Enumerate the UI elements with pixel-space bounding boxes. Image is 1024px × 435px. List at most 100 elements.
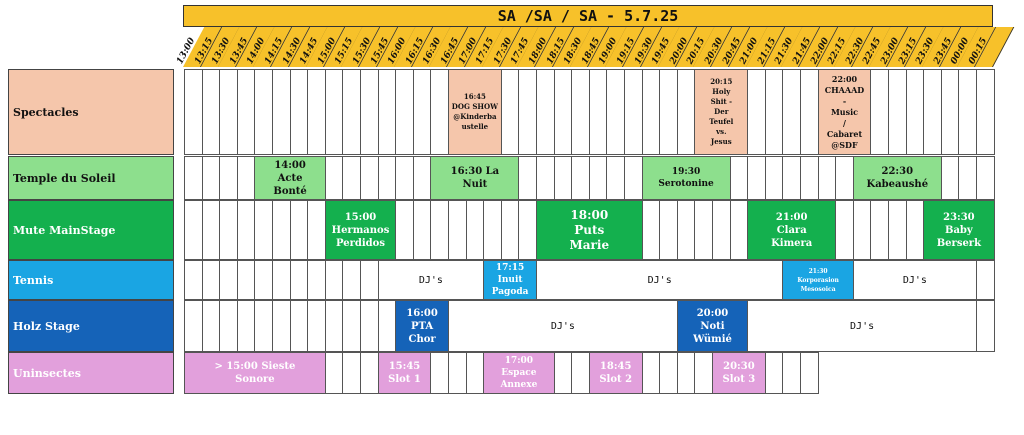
empty-slot — [764, 156, 784, 200]
schedule-title: SA /SA / SA - 5.7.25 — [183, 5, 993, 27]
empty-slot — [782, 352, 801, 394]
empty-slot — [448, 352, 467, 394]
empty-slot — [641, 352, 661, 394]
empty-slot — [201, 260, 221, 300]
empty-slot — [729, 156, 749, 200]
empty-slot — [465, 352, 485, 394]
empty-slot — [659, 200, 678, 260]
event-text: 18:45 Slot 2 — [599, 361, 633, 385]
empty-slot — [360, 260, 379, 300]
empty-slot — [219, 260, 238, 300]
empty-slot — [184, 69, 203, 155]
empty-slot — [782, 69, 801, 155]
event-text: 16:00 PTA Chor — [406, 307, 438, 345]
empty-slot — [905, 200, 925, 260]
empty-slot — [307, 200, 326, 260]
event-text: 23:30 Baby Berserk — [936, 211, 982, 249]
empty-slot — [342, 260, 361, 300]
event-text: 21:00 Clara Kimera — [771, 211, 813, 249]
empty-slot — [201, 300, 221, 352]
event-block: 17:15 Inuit Pagoda — [483, 260, 537, 300]
empty-slot — [676, 69, 696, 155]
empty-slot — [395, 200, 414, 260]
empty-slot — [800, 156, 819, 200]
empty-slot — [571, 352, 590, 394]
empty-slot — [184, 260, 203, 300]
event-block: 17:00 Espace Annexe — [483, 352, 555, 394]
empty-slot — [184, 300, 203, 352]
empty-slot — [764, 69, 784, 155]
empty-slot — [888, 200, 907, 260]
empty-slot — [976, 260, 995, 300]
dj-block: DJ's — [852, 260, 977, 300]
row-label-mute: Mute MainStage — [8, 200, 174, 260]
row-label-holz: Holz Stage — [8, 300, 174, 352]
event-block: 15:45 Slot 1 — [377, 352, 432, 394]
empty-slot — [500, 200, 520, 260]
empty-slot — [360, 300, 379, 352]
empty-slot — [835, 200, 854, 260]
empty-slot — [958, 69, 977, 155]
empty-slot — [219, 156, 238, 200]
empty-slot — [430, 69, 449, 155]
empty-slot — [219, 300, 238, 352]
event-block: 16:30 La Nuit — [430, 156, 520, 200]
empty-slot — [536, 69, 555, 155]
empty-slot — [553, 352, 573, 394]
empty-slot — [729, 200, 749, 260]
empty-slot — [553, 156, 573, 200]
empty-slot — [360, 156, 379, 200]
empty-slot — [976, 300, 995, 352]
empty-slot — [571, 156, 590, 200]
empty-slot — [852, 200, 872, 260]
empty-slot — [412, 156, 432, 200]
event-text: 20:00 Noti Wümié — [693, 307, 732, 345]
empty-slot — [254, 69, 273, 155]
empty-slot — [940, 69, 960, 155]
empty-slot — [870, 200, 889, 260]
empty-slot — [184, 200, 203, 260]
empty-slot — [448, 200, 467, 260]
event-block: 21:30 Korporasion Mesosoica — [782, 260, 854, 300]
empty-slot — [412, 69, 432, 155]
time-tick: 00:15 — [967, 27, 1014, 67]
empty-slot — [324, 260, 344, 300]
empty-slot — [219, 69, 238, 155]
event-block: 15:00 Hermanos Perdidos — [324, 200, 397, 260]
event-text: > 15:00 Sieste Sonore — [214, 361, 296, 385]
empty-slot — [219, 200, 238, 260]
empty-slot — [289, 200, 309, 260]
event-text: 17:00 Espace Annexe — [500, 356, 538, 390]
dj-block: DJ's — [536, 260, 784, 300]
empty-slot — [324, 300, 344, 352]
empty-slot — [184, 156, 203, 200]
row-label-uninsectes: Uninsectes — [8, 352, 174, 394]
row-label-temple: Temple du Soleil — [8, 156, 174, 200]
event-text: 16:45 DOG SHOW @Kinderba ustelle — [451, 92, 498, 131]
event-text: 19:30 Serotonine — [658, 167, 714, 189]
empty-slot — [817, 156, 837, 200]
empty-slot — [694, 352, 713, 394]
event-text: 18:00 Puts Marie — [569, 207, 610, 252]
empty-slot — [342, 156, 361, 200]
event-block: 14:00 Acte Bonté — [254, 156, 326, 200]
empty-slot — [236, 260, 256, 300]
empty-slot — [553, 69, 573, 155]
event-block: 22:00 CHAAAD - Music / Cabaret @SDF — [817, 69, 872, 155]
empty-slot — [236, 156, 256, 200]
event-block: 21:00 Clara Kimera — [747, 200, 837, 260]
empty-slot — [518, 200, 537, 260]
empty-slot — [324, 352, 344, 394]
event-block: > 15:00 Sieste Sonore — [184, 352, 326, 394]
event-text: 21:30 Korporasion Mesosoica — [797, 267, 839, 293]
empty-slot — [430, 200, 449, 260]
empty-slot — [377, 300, 397, 352]
empty-slot — [272, 260, 291, 300]
empty-slot — [395, 156, 414, 200]
empty-slot — [307, 260, 326, 300]
empty-slot — [236, 69, 256, 155]
empty-slot — [236, 200, 256, 260]
event-block: 20:00 Noti Wümié — [676, 300, 749, 352]
empty-slot — [307, 300, 326, 352]
